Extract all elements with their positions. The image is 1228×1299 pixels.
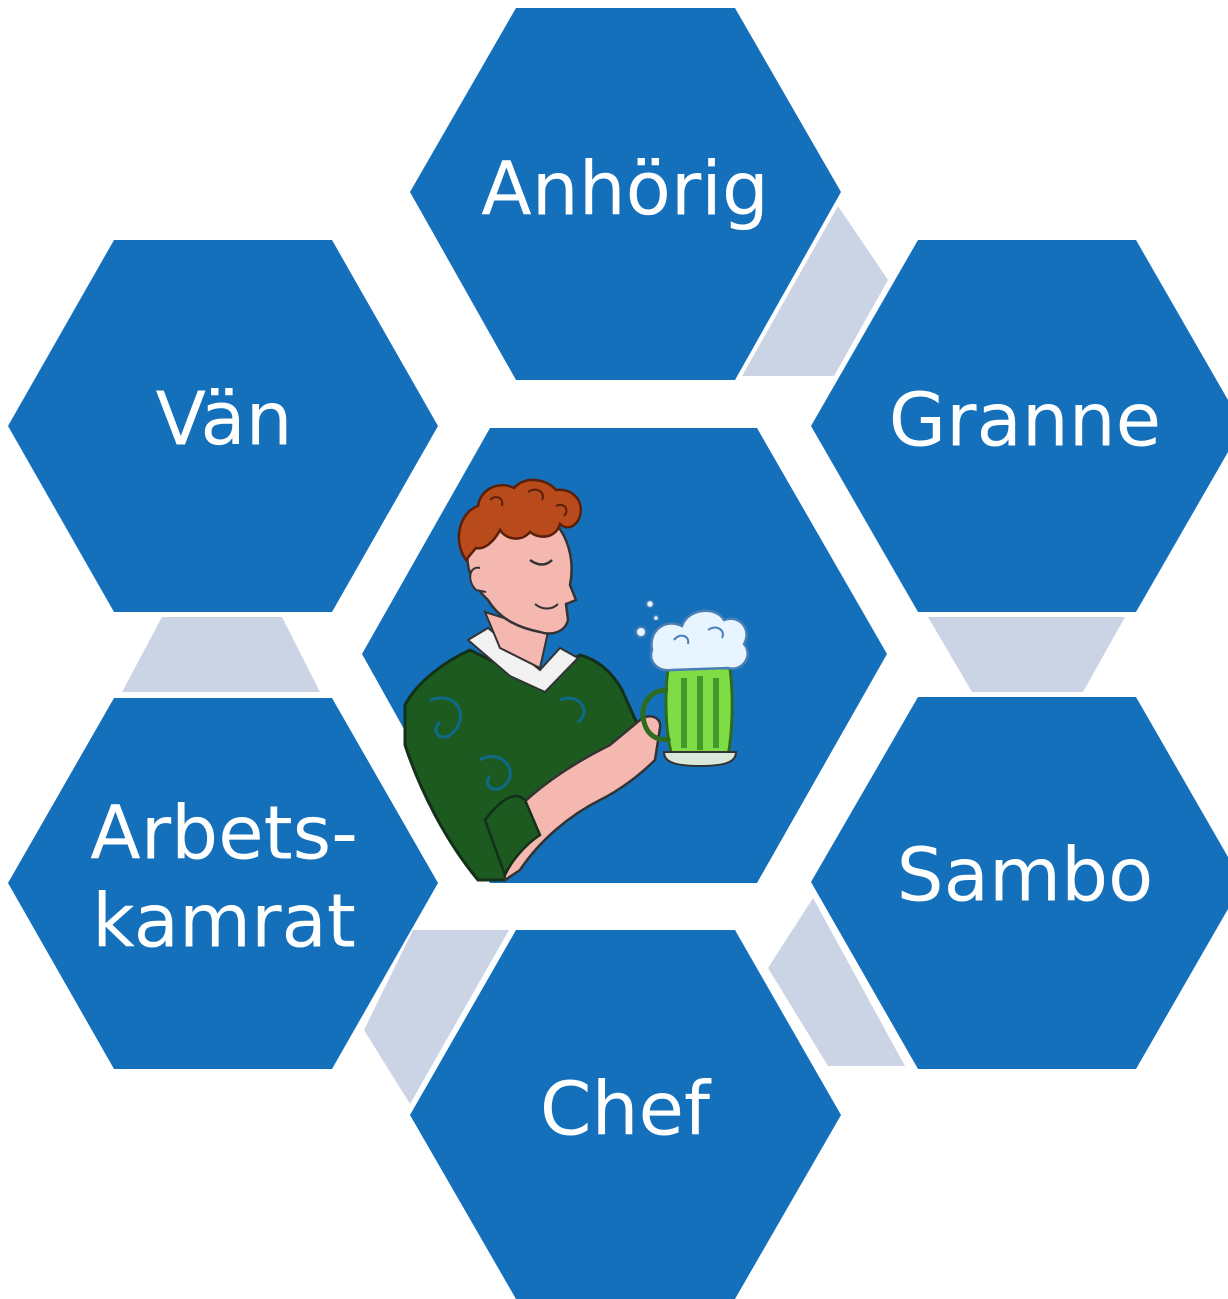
hexagon-arbetskamrat-label-line2: kamrat bbox=[92, 879, 356, 965]
hexagon-van-label: Vän bbox=[155, 377, 292, 463]
connector-granne-sambo bbox=[928, 617, 1125, 692]
hexagon-sambo: Sambo bbox=[811, 697, 1228, 1069]
hexagon-granne-label: Granne bbox=[889, 378, 1161, 464]
hexagon-anhorig-label: Anhörig bbox=[481, 147, 769, 233]
connector-chef-arbetskamrat bbox=[364, 930, 509, 1104]
hexagon-anhorig: Anhörig bbox=[410, 8, 841, 380]
hexagon-granne: Granne bbox=[811, 240, 1228, 612]
man-with-beer-icon bbox=[403, 478, 749, 883]
connector-arbetskamrat-van bbox=[122, 617, 320, 692]
hexagon-chef: Chef bbox=[410, 930, 841, 1299]
hexagon-sambo-label: Sambo bbox=[897, 833, 1154, 919]
hexagon-chef-label: Chef bbox=[540, 1067, 712, 1153]
hexagon-van: Vän bbox=[8, 240, 438, 612]
connector-anhorig-granne bbox=[742, 206, 888, 376]
connector-sambo-chef bbox=[768, 898, 905, 1066]
hexagon-arbetskamrat: Arbets- kamrat bbox=[8, 698, 438, 1069]
hexagon-arbetskamrat-label-line1: Arbets- bbox=[90, 791, 358, 877]
